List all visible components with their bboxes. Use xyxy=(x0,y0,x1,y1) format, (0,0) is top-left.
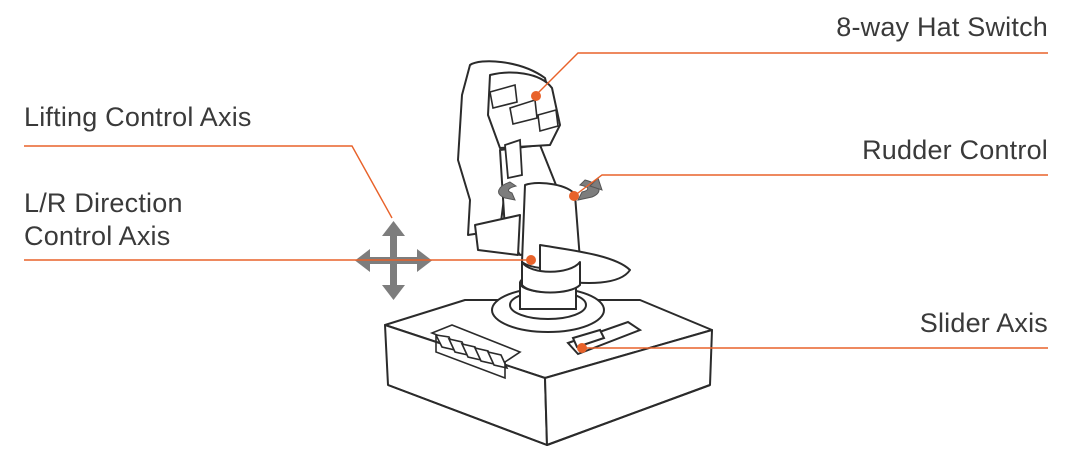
callout-lines xyxy=(24,52,1048,349)
label-lifting-control-axis: Lifting Control Axis xyxy=(24,102,252,132)
label-slider-axis: Slider Axis xyxy=(919,308,1048,338)
joystick-base xyxy=(384,299,713,446)
callout-dots xyxy=(526,91,587,353)
label-lr-direction-line2: Control Axis xyxy=(24,221,171,251)
trigger xyxy=(504,138,523,180)
label-hat-switch: 8-way Hat Switch xyxy=(836,12,1048,42)
label-lr-direction-line1: L/R Direction xyxy=(24,188,183,218)
button-panel xyxy=(429,324,522,380)
rotation-arrow-icon xyxy=(498,177,603,201)
joystick-grip xyxy=(457,60,631,294)
label-rudder-control: Rudder Control xyxy=(862,135,1048,165)
head-buttons xyxy=(489,83,559,133)
